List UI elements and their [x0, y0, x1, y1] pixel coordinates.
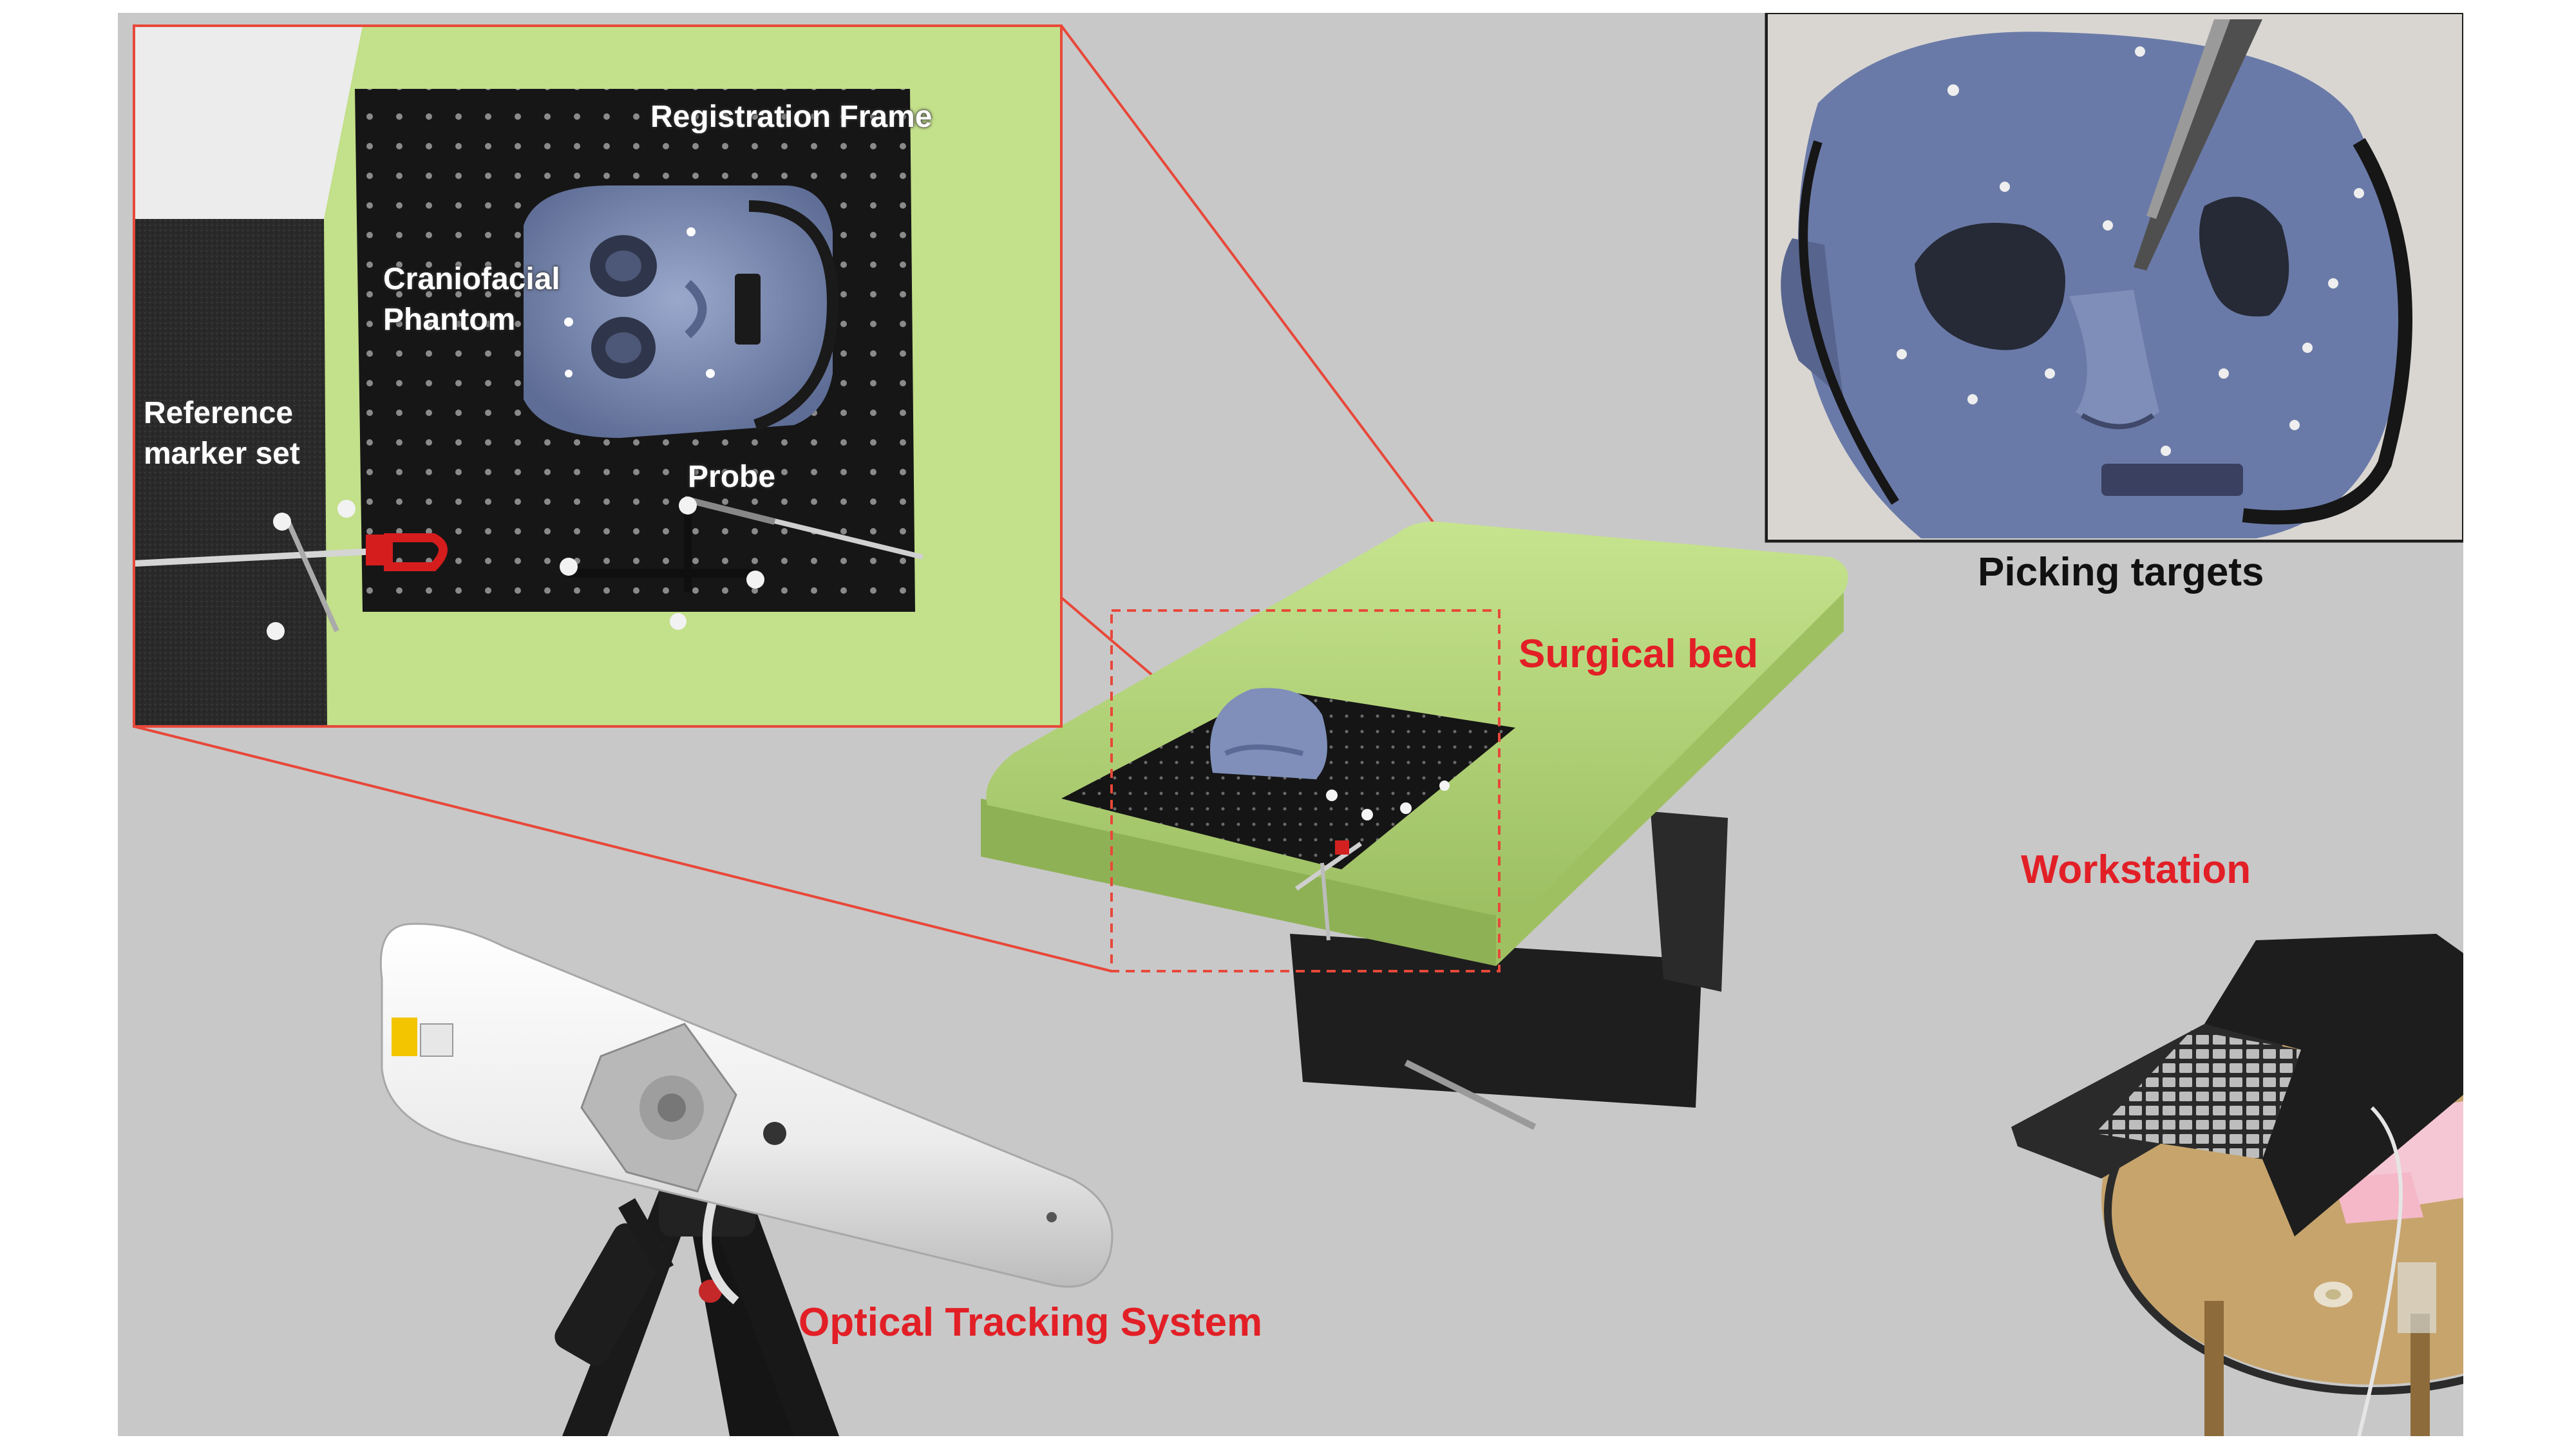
- scene-graphics: [133, 13, 2463, 1436]
- photo-composite: Registration Frame Craniofacial Phantom …: [118, 13, 2463, 1436]
- registration-frame-label: Registration Frame: [650, 100, 933, 134]
- optical-tracking-system: [379, 922, 1113, 1436]
- inset-registration-photo: [134, 26, 1061, 726]
- picking-targets-label: Picking targets: [1978, 550, 2264, 594]
- probe-label: Probe: [688, 460, 776, 494]
- optical-tracking-system-label: Optical Tracking System: [799, 1300, 1263, 1345]
- craniofacial-phantom-label: Craniofacial Phantom: [383, 262, 560, 337]
- surgical-bed-label: Surgical bed: [1519, 632, 1759, 676]
- inset-picking-photo: [1765, 13, 2463, 543]
- reference-marker-set-label: Reference marker set: [144, 396, 300, 471]
- workstation: [2011, 934, 2463, 1436]
- surgical-bed: [981, 521, 1848, 1130]
- zoom-region-box: [1110, 609, 1501, 972]
- workstation-label: Workstation: [2021, 848, 2251, 892]
